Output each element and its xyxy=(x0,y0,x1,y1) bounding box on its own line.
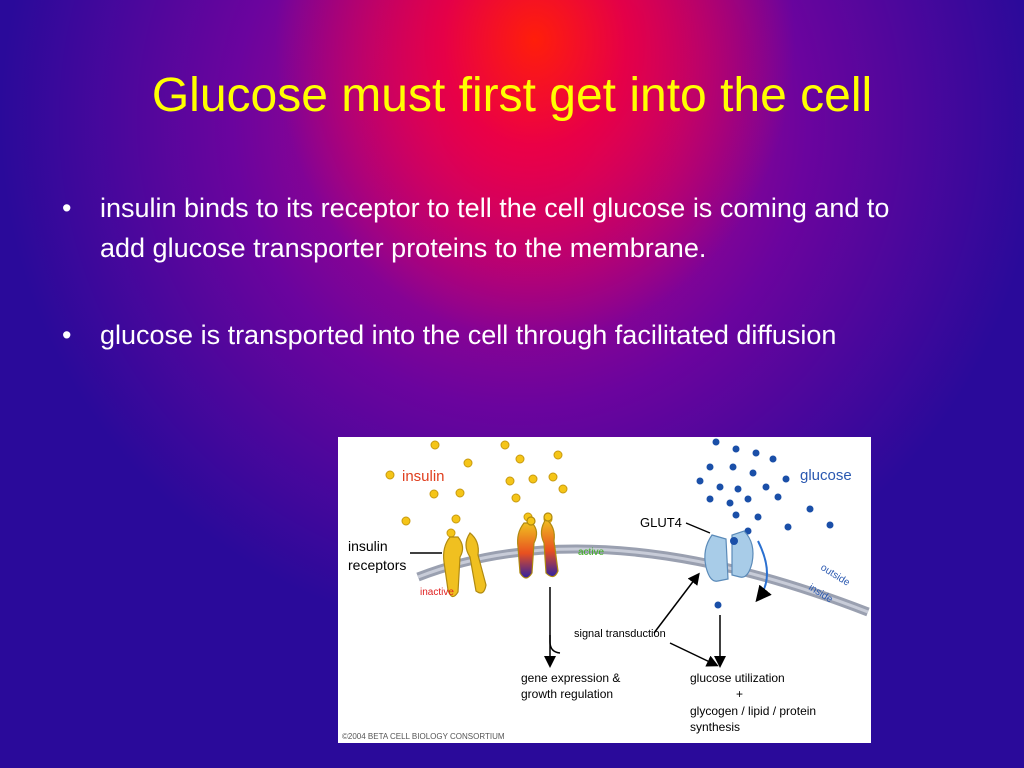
gene-expression-label-line1: gene expression & xyxy=(521,671,620,685)
glucose-molecules xyxy=(696,438,834,609)
bullet-text: insulin binds to its receptor to tell th… xyxy=(100,193,890,263)
receptors-label-line1: insulin xyxy=(348,538,388,554)
glucose-label: glucose xyxy=(800,467,852,484)
synthesis-label-line2: synthesis xyxy=(690,720,740,734)
slide-title: Glucose must first get into the cell xyxy=(151,69,873,122)
signal-pathway-arrows xyxy=(544,572,726,668)
insulin-molecules xyxy=(385,440,568,538)
gene-expression-label-line2: growth regulation xyxy=(521,687,613,701)
inside-label: inside xyxy=(806,582,834,605)
outside-label: outside xyxy=(818,562,852,589)
bullet-item: • insulin binds to its receptor to tell … xyxy=(56,188,936,268)
signal-transduction-label: signal transduction xyxy=(574,628,666,640)
glucose-entry-arrow xyxy=(755,540,772,603)
bullet-item: • glucose is transported into the cell t… xyxy=(56,315,936,355)
insulin-glucose-diagram: insulin insulin receptors inactive activ… xyxy=(338,437,871,743)
synthesis-label-line1: glycogen / lipid / protein xyxy=(690,704,816,718)
receptors-label-line2: receptors xyxy=(348,557,406,573)
active-label: active xyxy=(578,547,605,558)
glut4-label: GLUT4 xyxy=(640,515,682,530)
glut4-transporter xyxy=(704,530,754,582)
bullet-text: glucose is transported into the cell thr… xyxy=(100,320,837,350)
insulin-label: insulin xyxy=(402,468,445,485)
inactive-receptor xyxy=(443,532,487,598)
diagram-svg: insulin insulin receptors inactive activ… xyxy=(342,438,870,741)
active-receptor xyxy=(517,512,559,579)
copyright-text: ©2004 BETA CELL BIOLOGY CONSORTIUM xyxy=(342,732,505,741)
bullet-marker: • xyxy=(62,193,72,223)
utilization-plus: + xyxy=(736,687,743,701)
bullet-marker: • xyxy=(62,320,72,350)
glucose-utilization-label: glucose utilization xyxy=(690,671,785,685)
inactive-label: inactive xyxy=(420,587,454,598)
bullet-list: • insulin binds to its receptor to tell … xyxy=(56,188,936,355)
